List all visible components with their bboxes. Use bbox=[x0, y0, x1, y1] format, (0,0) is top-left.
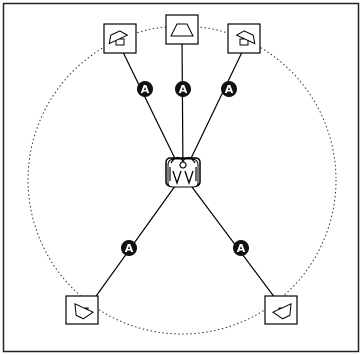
distance-marker-surround-left: A bbox=[121, 240, 137, 256]
distance-marker-front-right: A bbox=[221, 81, 237, 97]
speaker-icon bbox=[271, 302, 292, 320]
speaker-surround-left bbox=[65, 295, 99, 325]
distance-marker-label: A bbox=[125, 242, 134, 255]
line-surround-right bbox=[182, 174, 282, 307]
speaker-icon bbox=[170, 23, 194, 37]
distance-marker-label: A bbox=[141, 83, 150, 96]
speaker-icon bbox=[108, 30, 129, 46]
listener-icon bbox=[165, 156, 201, 188]
distance-marker-front-left: A bbox=[137, 81, 153, 97]
speaker-icon bbox=[235, 30, 256, 46]
line-front-left bbox=[119, 45, 184, 176]
line-front-right bbox=[182, 45, 246, 176]
speaker-front-left bbox=[103, 23, 137, 54]
speaker-surround-right bbox=[264, 295, 298, 325]
line-surround-left bbox=[88, 174, 184, 307]
distance-marker-label: A bbox=[225, 83, 234, 96]
speaker-center bbox=[165, 14, 199, 45]
distance-marker-label: A bbox=[237, 242, 246, 255]
distance-marker-surround-right: A bbox=[233, 240, 249, 256]
distance-marker-center: A bbox=[175, 81, 191, 97]
speaker-icon bbox=[74, 302, 95, 320]
speaker-front-right bbox=[227, 23, 261, 54]
distance-markers: A A A A A bbox=[121, 81, 249, 256]
diagram-frame bbox=[2, 2, 360, 353]
line-center bbox=[181, 36, 184, 176]
connection-lines bbox=[88, 36, 282, 307]
distance-marker-label: A bbox=[179, 83, 188, 96]
